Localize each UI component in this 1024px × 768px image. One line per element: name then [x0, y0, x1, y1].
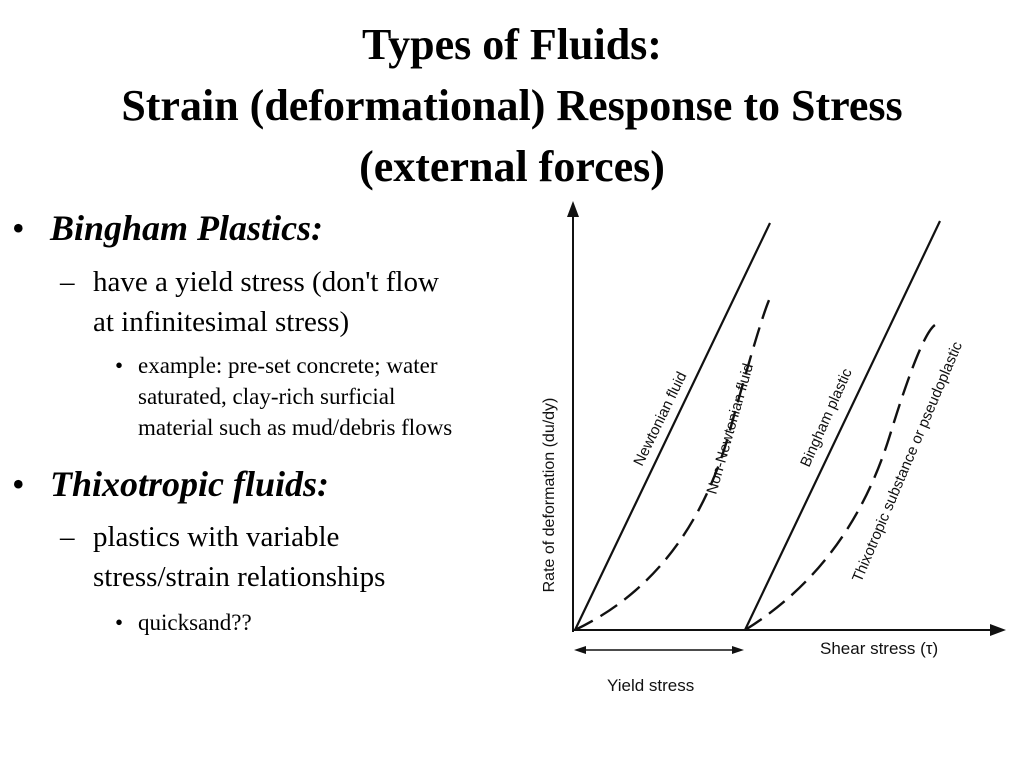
fluid-types-diagram: Rate of deformation (du/dy) Shear stress…	[541, 201, 1006, 695]
thixotropic-curve	[744, 322, 944, 632]
yield-stress-label: Yield stress	[607, 676, 694, 695]
small-bullet-icon: •	[115, 353, 124, 378]
sub-bullet-line-2: stress/strain relationships	[93, 561, 386, 593]
small-bullet-icon: •	[115, 610, 124, 635]
non-newtonian-curve	[574, 293, 775, 632]
bullet-dot-icon: •	[12, 464, 25, 504]
x-axis-arrow-icon	[990, 624, 1006, 636]
bullet-heading: Bingham Plastics:	[50, 208, 324, 248]
bullet-heading: Thixotropic fluids:	[50, 464, 330, 504]
sub-bullet-line-1: plastics with variable	[93, 521, 340, 553]
non-newtonian-label: Non-Newtonian fluid	[704, 362, 758, 497]
slide-title: Types of Fluids: Strain (deformational) …	[0, 14, 1024, 197]
dash-icon: –	[60, 266, 75, 298]
yield-arrow-left-icon	[574, 646, 586, 654]
newtonian-curve	[574, 222, 771, 631]
example-line-1: example: pre-set concrete; water	[138, 353, 438, 378]
title-line-2: Strain (deformational) Response to Stres…	[121, 81, 903, 130]
title-line-3: (external forces)	[359, 142, 665, 191]
example-line-1: quicksand??	[138, 610, 252, 635]
yield-arrow-right-icon	[732, 646, 744, 654]
sub-bullet-line-2: at infinitesimal stress)	[93, 306, 350, 338]
x-axis-label: Shear stress (τ)	[820, 639, 938, 658]
dash-icon: –	[60, 521, 75, 553]
y-axis-arrow-icon	[567, 201, 579, 217]
example-line-3: material such as mud/debris flows	[138, 415, 453, 440]
bingham-curve	[744, 220, 941, 631]
y-axis-label: Rate of deformation (du/dy)	[541, 398, 558, 593]
example-line-2: saturated, clay-rich surficial	[138, 384, 396, 409]
title-line-1: Types of Fluids:	[362, 20, 662, 69]
sub-bullet-line-1: have a yield stress (don't flow	[93, 266, 439, 298]
bullet-dot-icon: •	[12, 208, 25, 248]
